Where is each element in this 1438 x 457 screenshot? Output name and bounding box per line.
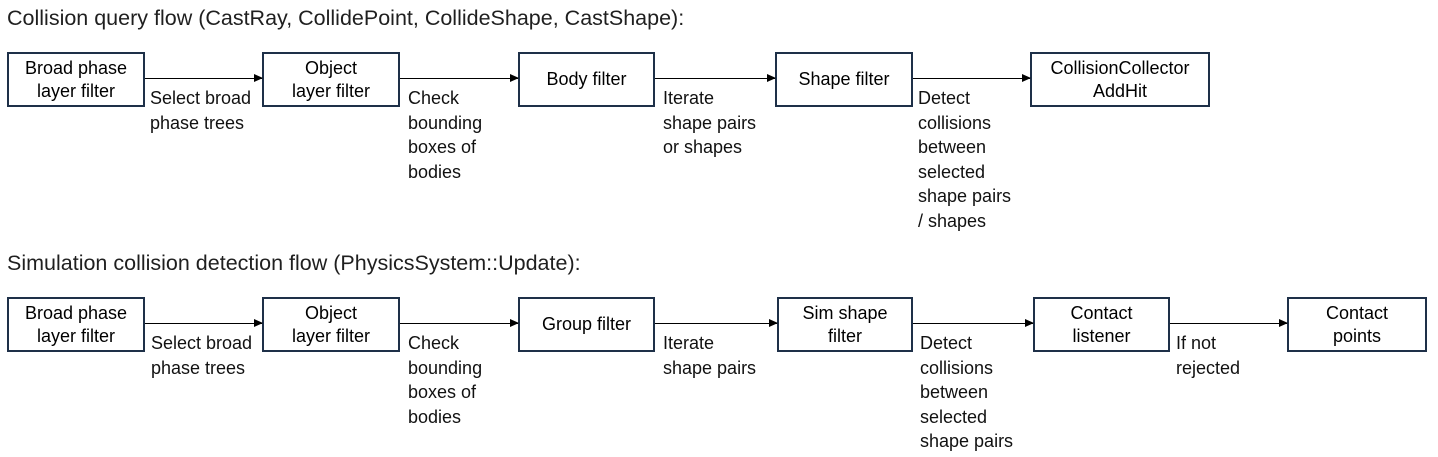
flow2-title: Simulation collision detection flow (Phy… — [7, 251, 581, 275]
flow1-node-object-layer-filter: Object layer filter — [262, 52, 400, 107]
flow1-node-broad-phase-layer-filter: Broad phase layer filter — [7, 52, 145, 107]
flow2-node-broad-phase-layer-filter: Broad phase layer filter — [7, 297, 145, 352]
flow1-arrow-object-layer-to-body-filter — [400, 73, 519, 82]
flow2-edge-label-select-broad-phase-trees: Select broad phase trees — [151, 333, 253, 378]
flow1-node-collision-collector-addhit: CollisionCollector AddHit — [1030, 52, 1210, 107]
flow2-edge-label-iterate-shape-pairs: Iterate shape pairs — [663, 333, 757, 378]
flow1-edge-label-check-bounding-boxes: Check bounding boxes of bodies — [408, 88, 483, 182]
flow2-arrow-contact-listener-to-contact-points — [1170, 318, 1288, 327]
flow1-title: Collision query flow (CastRay, CollidePo… — [7, 6, 685, 30]
flow1-edge-label-iterate-shape-pairs: Iterate shape pairs or shapes — [663, 88, 757, 157]
flow2-node-contact-points: Contact points — [1287, 297, 1427, 352]
flow1-arrow-shape-filter-to-collector — [913, 73, 1031, 82]
flow1-node-body-filter: Body filter — [518, 52, 655, 107]
flow2-edge-label-if-not-rejected: If not rejected — [1176, 333, 1241, 378]
flow1-edge-label-select-broad-phase-trees: Select broad phase trees — [150, 88, 252, 133]
flow1-arrow-broad-phase-to-object-layer — [145, 73, 263, 82]
flow2-node-contact-listener: Contact listener — [1033, 297, 1170, 352]
flow1-edge-label-detect-collisions: Detect collisions between selected shape… — [918, 88, 1012, 231]
flow2-edge-label-check-bounding-boxes: Check bounding boxes of bodies — [408, 333, 483, 427]
flow2-edge-label-detect-collisions: Detect collisions between selected shape… — [920, 333, 1014, 451]
flow1-node-shape-filter: Shape filter — [775, 52, 913, 107]
flow2-node-sim-shape-filter: Sim shape filter — [777, 297, 913, 352]
flow2-arrow-group-filter-to-sim-shape-filter — [655, 318, 778, 327]
flow2-arrow-object-layer-to-group-filter — [400, 318, 519, 327]
flow2-node-object-layer-filter: Object layer filter — [262, 297, 400, 352]
flow2-arrow-sim-shape-filter-to-contact-listener — [913, 318, 1034, 327]
flow2-node-group-filter: Group filter — [518, 297, 655, 352]
flow2-arrow-broad-phase-to-object-layer — [145, 318, 263, 327]
flow1-arrow-body-filter-to-shape-filter — [655, 73, 776, 82]
